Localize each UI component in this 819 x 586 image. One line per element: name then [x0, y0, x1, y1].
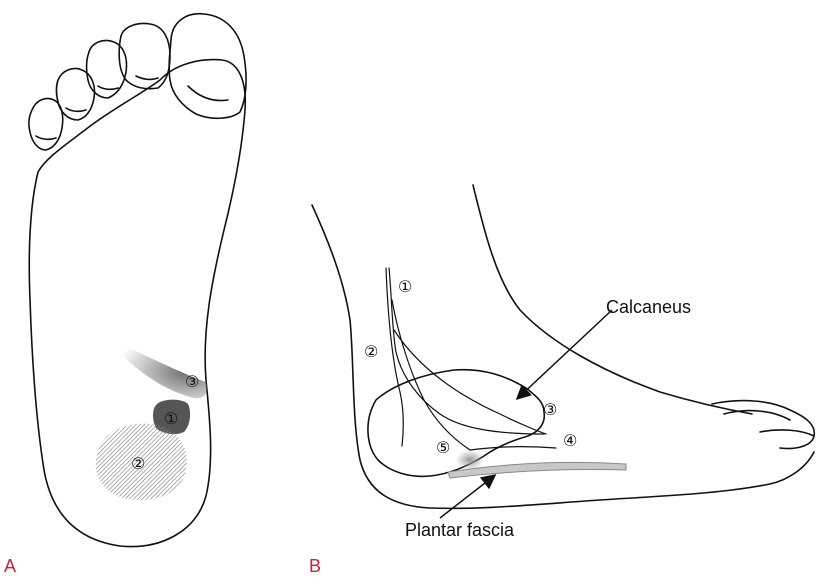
- panel-label-b: B: [309, 557, 321, 575]
- marker-b-4: ④: [563, 431, 577, 450]
- marker-b-2: ②: [364, 342, 378, 361]
- marker-b-1: ①: [398, 277, 412, 296]
- toe-outline: [712, 401, 814, 449]
- plantar-fascia-arrow: [440, 476, 494, 518]
- panel-label-a: A: [4, 557, 16, 575]
- nerve-4: [470, 447, 556, 450]
- plantar-fascia-label: Plantar fascia: [405, 520, 515, 540]
- region-5-spot: [456, 450, 484, 470]
- marker-a-1: ①: [164, 409, 178, 428]
- marker-b-3: ③: [543, 400, 557, 419]
- panel-b-foot-drawing: [312, 185, 814, 508]
- calcaneus-label: Calcaneus: [606, 297, 691, 317]
- marker-b-5: ⑤: [436, 438, 450, 457]
- calcaneus-arrow: [518, 310, 612, 398]
- nerve-3: [394, 330, 546, 434]
- marker-a-3: ③: [185, 372, 199, 391]
- marker-a-2: ②: [131, 454, 145, 473]
- little-toe: [29, 98, 63, 150]
- panel-b-markers: ① ② ③ ④ ⑤: [364, 277, 577, 457]
